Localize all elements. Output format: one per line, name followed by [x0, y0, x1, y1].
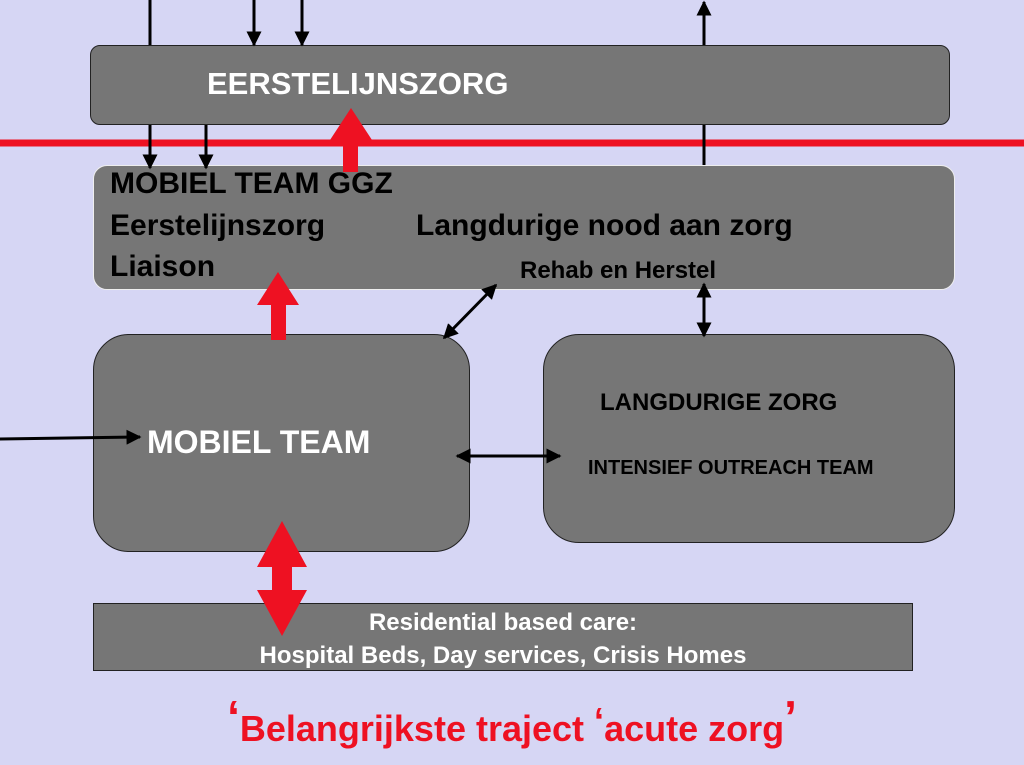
- ggz-line2b: Langdurige nood aan zorg: [416, 209, 793, 242]
- footer-text2: acute zorg: [604, 708, 785, 749]
- red-up-arrow-top: [330, 108, 372, 172]
- residential-line2: Hospital Beds, Day services, Crisis Home…: [259, 642, 747, 669]
- footer-quote-mid: ‘: [594, 700, 605, 741]
- residential-box: [93, 603, 913, 671]
- footer-caption: ‘Belangrijkste traject ‘acute zorg’: [0, 690, 1024, 750]
- langdurige-zorg-title: LANGDURIGE ZORG: [600, 389, 838, 416]
- residential-line1: Residential based care:: [368, 609, 638, 636]
- eerstelijnszorg-title: EERSTELIJNSZORG: [207, 66, 509, 101]
- ggz-line3a: Liaison: [110, 250, 216, 283]
- intensief-outreach-title: INTENSIEF OUTREACH TEAM: [588, 457, 874, 479]
- ggz-line2a: Eerstelijnszorg: [110, 209, 326, 242]
- ggz-line3b: Rehab en Herstel: [520, 257, 717, 284]
- ggz-line1: MOBIEL TEAM GGZ: [110, 167, 393, 200]
- eerstelijnszorg-box: [90, 45, 950, 125]
- mobiel-team-title: MOBIEL TEAM: [147, 424, 371, 460]
- footer-quote-open: ‘: [227, 691, 240, 743]
- red-up-arrow-mid: [257, 272, 299, 340]
- red-double-arrow: [257, 521, 307, 636]
- left-incoming-arrow: [0, 429, 142, 445]
- diagonal-double-arrow: [442, 283, 498, 340]
- footer-text1: Belangrijkste traject: [239, 708, 585, 749]
- footer-quote-close: ’: [784, 691, 797, 743]
- langdurige-zorg-box: [543, 334, 955, 543]
- mobiel-team-ggz-box: [93, 165, 955, 290]
